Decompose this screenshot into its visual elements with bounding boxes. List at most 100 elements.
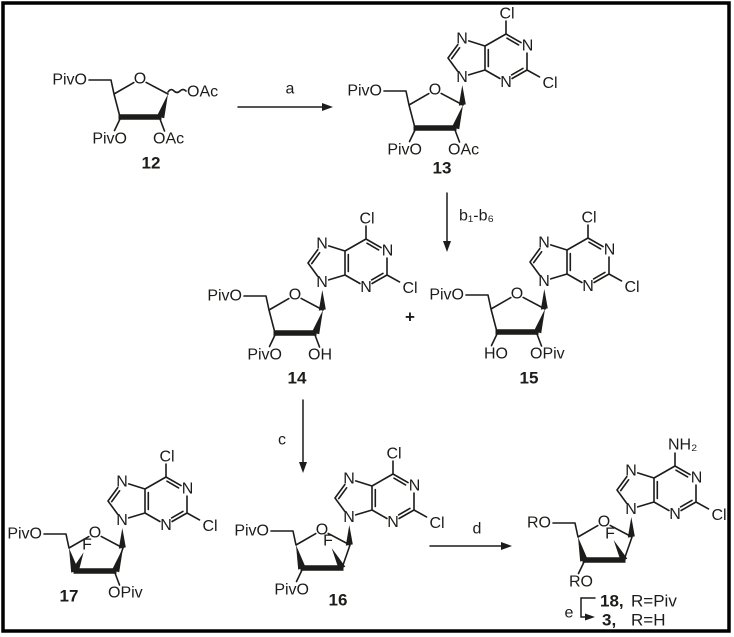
- chloro-6-label: Cl: [581, 210, 596, 227]
- compound-15: N N N N Cl Cl O PivO HO OPiv 15: [429, 210, 639, 388]
- substituent-bonds: [295, 569, 303, 583]
- fluoro-2-label: F: [323, 533, 333, 550]
- pivaloyloxy-5-label: PivO: [429, 287, 464, 304]
- ribose-14: O PivO PivO OH: [207, 287, 332, 364]
- step-b-label: b₁-b₆: [459, 208, 494, 225]
- ribose-18: O F RO RO: [527, 514, 632, 591]
- acetoxy-2-label: OAc: [153, 131, 184, 148]
- substituent-bonds: [408, 129, 461, 143]
- amino-6-label: NH₂: [668, 437, 697, 454]
- n3-label: N: [669, 506, 681, 523]
- fluoro-2-wedge: [331, 548, 346, 570]
- compound-number-15: 15: [520, 369, 539, 388]
- compound-number-13: 13: [433, 159, 452, 178]
- compound-number-14: 14: [288, 369, 307, 388]
- chloro-2-label: Cl: [624, 279, 639, 296]
- pivaloyloxy-2-label: OPiv: [108, 585, 143, 602]
- ring-oxygen-label: O: [511, 286, 523, 303]
- fluoro-3-wedge: [72, 552, 84, 573]
- compound-number-16: 16: [329, 591, 348, 610]
- n9-label: N: [625, 501, 637, 518]
- arrow-step-d: d: [429, 521, 512, 550]
- purine-15: N N N N Cl Cl: [529, 210, 640, 310]
- pivaloyloxy-3-label: PivO: [274, 582, 309, 599]
- ribose-16: O F PivO PivO: [234, 522, 350, 599]
- arrow-step-a: a: [237, 81, 333, 111]
- ribose-12: O PivO PivO OAc OAc: [52, 71, 218, 148]
- n3-label: N: [360, 279, 372, 296]
- ribose-13: O PivO PivO OAc: [347, 82, 479, 159]
- n9-label: N: [116, 512, 128, 529]
- pivaloyloxy-3-label: PivO: [247, 347, 282, 364]
- chloro-6-label: Cl: [359, 211, 374, 228]
- substituent-bonds: [268, 334, 321, 348]
- step-c-label: c: [278, 432, 286, 449]
- step-a-label: a: [286, 81, 295, 98]
- compound-number-12: 12: [142, 154, 161, 173]
- chloro-6-label: Cl: [386, 446, 401, 463]
- n1-label: N: [409, 478, 421, 495]
- n9-label: N: [343, 509, 355, 526]
- n7-label: N: [538, 235, 550, 252]
- arrow-step-b: b₁-b₆: [443, 192, 494, 252]
- furanose-skeleton: [89, 80, 168, 118]
- arrow-a-head: [322, 103, 333, 111]
- step-d-label: d: [473, 521, 482, 538]
- n3-label: N: [160, 517, 172, 534]
- substituent-bonds: [577, 561, 585, 575]
- compound-number-18: 18,: [600, 592, 624, 611]
- right-edge-wedge: [111, 548, 123, 573]
- pivaloyloxy-5-label: PivO: [207, 288, 242, 305]
- chloro-2-label: Cl: [202, 518, 217, 535]
- fluoro-2-wedge: [613, 540, 628, 562]
- n3-label: N: [582, 278, 594, 295]
- ribose-15: O PivO HO OPiv: [429, 286, 564, 363]
- furanose-skeleton: [244, 296, 323, 334]
- arrow-d-head: [501, 542, 512, 550]
- compound-number-17: 17: [60, 587, 79, 606]
- furanose-skeleton: [466, 295, 545, 333]
- assignment-block: e 18, R=Piv 3, R=H: [565, 592, 678, 630]
- purine-13: N N N N Cl Cl: [447, 6, 558, 106]
- chloro-2-label: Cl: [429, 515, 444, 532]
- r-definition-18: R=Piv: [631, 592, 677, 611]
- compound-13: N N N N Cl Cl O PivO PivO OAc 13: [347, 6, 557, 178]
- ring-oxygen-label: O: [429, 82, 441, 99]
- r-oxy-5-label: RO: [527, 515, 551, 532]
- n3-label: N: [500, 74, 512, 91]
- anomeric-wavy-bond: [167, 88, 187, 94]
- arrow-c-head: [299, 462, 307, 473]
- arrow-e-head: [585, 613, 595, 621]
- ring-oxygen-label: O: [316, 522, 328, 539]
- n9-label: N: [456, 69, 468, 86]
- ring-oxygen-label: O: [289, 287, 301, 304]
- substituent-bonds: [114, 572, 121, 586]
- n9-label: N: [538, 273, 550, 290]
- compound-16: N N N N Cl Cl O F PivO PivO 16: [234, 446, 444, 610]
- purine-14: N N N N Cl Cl: [307, 211, 418, 311]
- substituent-bonds: [490, 333, 543, 347]
- hydroxy-2-label: OH: [308, 347, 332, 364]
- n1-label: N: [182, 481, 194, 498]
- ring-oxygen-label: O: [598, 514, 610, 531]
- acetoxy-2-label: OAc: [448, 142, 479, 159]
- ring-oxygen-label: O: [134, 71, 146, 88]
- hydroxy-3-label: HO: [484, 346, 508, 363]
- fluoro-3-label: F: [82, 537, 92, 554]
- chloro-6-label: Cl: [159, 449, 174, 466]
- n7-label: N: [456, 31, 468, 48]
- purine-18: N N N N NH₂ Cl: [616, 437, 727, 538]
- compound-18: N N N N NH₂ Cl O F RO RO: [527, 437, 727, 591]
- pivaloyloxy-5-label: PivO: [234, 523, 269, 540]
- fluoro-2-label: F: [605, 526, 615, 543]
- n7-label: N: [116, 474, 128, 491]
- n9-label: N: [316, 274, 328, 291]
- compound-17: N N N N Cl Cl O F PivO OPiv 17: [7, 449, 217, 606]
- chloro-6-label: Cl: [499, 6, 514, 23]
- ring-oxygen-label: O: [89, 525, 101, 542]
- pivaloyloxy-3-label: PivO: [387, 142, 422, 159]
- ribose-17: O F PivO OPiv: [7, 525, 142, 602]
